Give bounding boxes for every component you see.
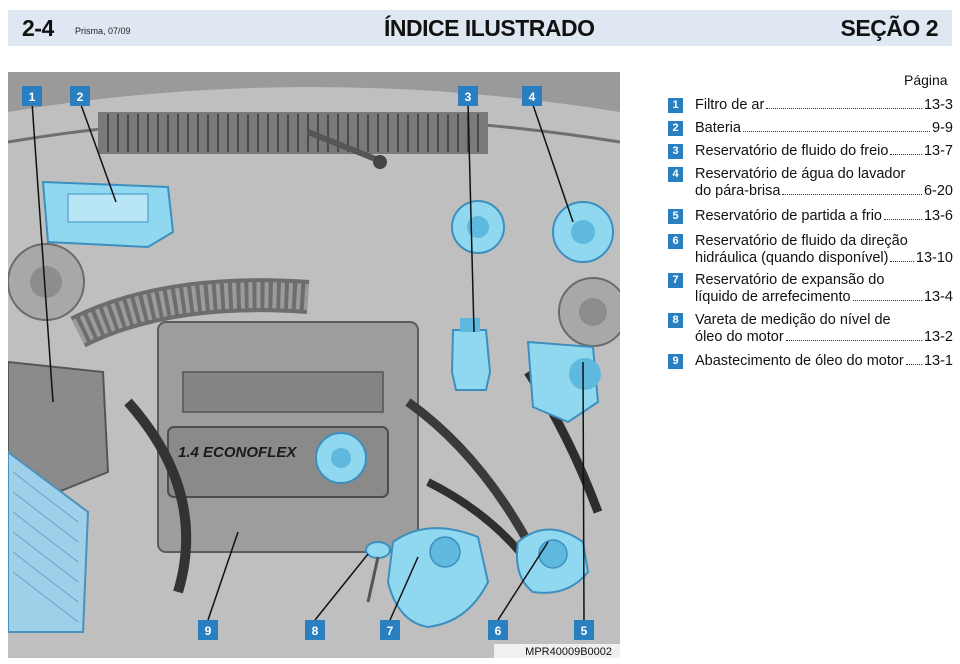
coolant-reservoir	[386, 527, 490, 629]
index-page: 13-7	[923, 143, 953, 159]
edition-label: Prisma, 07/09	[75, 26, 131, 36]
cold-start-reservoir	[450, 318, 492, 391]
callout-8: 8	[305, 620, 325, 640]
callout-9: 9	[198, 620, 218, 640]
engine-block	[157, 321, 419, 553]
header-band: 2-4 Prisma, 07/09 ÍNDICE ILUSTRADO SEÇÃO…	[8, 10, 952, 46]
index-number: 6	[668, 234, 683, 249]
svg-text:8: 8	[312, 624, 319, 638]
index-page: 13-6	[923, 208, 953, 224]
section-label: SEÇÃO 2	[840, 15, 939, 41]
index-label-line: Reservatório de água do lavador	[695, 166, 906, 182]
callout-2: 2	[70, 86, 90, 106]
index-page: 13-4	[923, 289, 953, 305]
svg-text:3: 3	[465, 90, 472, 104]
svg-text:7: 7	[387, 624, 394, 638]
steering-fluid-cap	[516, 528, 590, 594]
callout-6: 6	[488, 620, 508, 640]
power-steering-reservoir	[526, 340, 601, 424]
washer-reservoir	[552, 201, 614, 263]
index-number: 3	[668, 144, 683, 159]
index-label-line: Vareta de medição do nível de	[695, 312, 891, 328]
index-page: 13-10	[915, 250, 953, 266]
index-label: líquido de arrefecimento	[695, 289, 851, 305]
engine-cover-label: 1.4 ECONOFLEX	[178, 444, 297, 461]
page-title: ÍNDICE ILUSTRADO	[384, 15, 595, 41]
svg-text:6: 6	[495, 624, 502, 638]
callout-4: 4	[522, 86, 542, 106]
oil-filler-cap	[315, 432, 367, 484]
index-page: 13-3	[923, 97, 953, 113]
svg-text:4: 4	[529, 90, 536, 104]
index-page: 13-2	[923, 329, 953, 345]
callout-1: 1	[22, 86, 42, 106]
page-number: 2-4	[22, 15, 54, 41]
index-label: Filtro de ar	[695, 97, 765, 113]
index-number: 4	[668, 167, 683, 182]
index-number: 5	[668, 209, 683, 224]
engine-bay-illustration: 1.4 ECONOFLEX	[8, 72, 620, 658]
air-filter-box	[8, 360, 110, 633]
index-page: 13-1	[923, 353, 953, 369]
svg-text:5: 5	[581, 624, 588, 638]
index-label: Reservatório de fluido do freio	[695, 143, 889, 159]
oil-dipstick	[365, 541, 391, 603]
index-label: Abastecimento de óleo do motor	[695, 353, 904, 369]
svg-text:2: 2	[77, 90, 84, 104]
index-page: 9-9	[932, 120, 953, 136]
index-label: Bateria	[695, 120, 741, 136]
index-label: hidráulica (quando disponível)	[695, 250, 889, 266]
svg-text:9: 9	[205, 624, 212, 638]
index-label: Reservatório de partida a frio	[695, 208, 882, 224]
index-page: 6-20	[923, 183, 953, 199]
page-column-title: Página	[904, 72, 948, 88]
index-number: 9	[668, 354, 683, 369]
index-label: óleo do motor	[695, 329, 784, 345]
intake-hose	[70, 278, 310, 348]
battery	[41, 180, 175, 249]
index-label-line: Reservatório de fluido da direção	[695, 233, 908, 249]
svg-text:1: 1	[29, 90, 36, 104]
index-label-line: Reservatório de expansão do	[695, 272, 885, 288]
image-code: MPR40009B0002	[525, 646, 612, 658]
brake-fluid-reservoir	[451, 200, 505, 254]
callout-7: 7	[380, 620, 400, 640]
callout-3: 3	[458, 86, 478, 106]
index-number: 2	[668, 121, 683, 136]
callout-5: 5	[574, 620, 594, 640]
index-label: do pára-brisa	[695, 183, 781, 199]
index-number: 7	[668, 273, 683, 288]
index-number: 1	[668, 98, 683, 113]
cowl-grille	[98, 112, 488, 154]
index-number: 8	[668, 313, 683, 328]
